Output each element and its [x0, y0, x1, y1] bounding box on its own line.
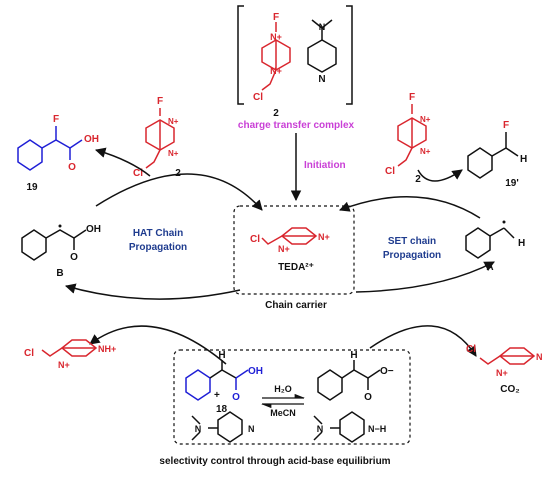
nitrogen-cation: N+	[496, 368, 508, 378]
hat-propagation-label: Propagation	[129, 242, 187, 253]
teda-cage	[261, 227, 318, 245]
radical-A: H A	[465, 220, 525, 273]
oxygen-atom: O	[364, 392, 372, 403]
initiation-label: Initiation	[304, 160, 346, 171]
nitrogen-cation: N+	[318, 232, 330, 242]
nitrogen-atom: N	[317, 424, 324, 434]
compound-19-label: 19	[26, 182, 38, 193]
nitrogen-cation: N+	[270, 32, 282, 42]
hydroxyl-group: OH	[84, 134, 99, 145]
hydrogen-atom: H	[350, 350, 357, 361]
fluorine-atom: F	[53, 114, 59, 125]
fluorine-atom: F	[157, 96, 163, 107]
chain-carrier-box	[233, 205, 355, 295]
fluorine-atom: F	[503, 120, 509, 131]
product-19: F O OH 19	[17, 114, 99, 193]
compound-19-prime-label: 19'	[505, 178, 519, 189]
oxygen-atom: O	[70, 252, 78, 263]
nitrogen-cation: N+	[168, 117, 179, 126]
hydrogen-atom: H	[218, 350, 225, 361]
set-propagation-label: Propagation	[383, 250, 441, 261]
chlorine-atom: Cl	[133, 168, 143, 179]
nitrogen-cation: N+	[270, 66, 282, 76]
protonated-cl-dabco: Cl N+ NH+	[24, 339, 116, 370]
compound-18: H O OH + 18	[185, 350, 263, 415]
compound-2-label: 2	[175, 168, 181, 179]
selectivity-caption: selectivity control through acid-base eq…	[159, 456, 390, 467]
mecn-label: MeCN	[270, 408, 296, 418]
teda-label: TEDA²⁺	[278, 262, 314, 273]
nitrogen-atom: N	[195, 424, 202, 434]
h2o-label: H₂O	[274, 384, 292, 394]
set-chain-label: SET chain	[388, 236, 436, 247]
nitrogen-cation: N+	[278, 244, 290, 254]
fluorine-atom: F	[273, 12, 279, 23]
compound-B-label: B	[56, 268, 63, 279]
chlorine-atom: Cl	[385, 166, 395, 177]
hydrogen-atom: H	[518, 238, 525, 249]
selectfluor-left: F N+ N+ Cl 2	[133, 96, 181, 179]
nitrogen-cation: N+	[420, 147, 431, 156]
pyridinium-nh: N−H	[368, 424, 386, 434]
nh-cation: NH+	[98, 344, 116, 354]
phenylacetate: H O O−	[317, 350, 394, 403]
chlorine-atom: Cl	[250, 234, 260, 245]
dmap-molecule-bottom: N N	[191, 411, 255, 443]
oxygen-atom: O	[68, 162, 76, 173]
dmap-molecule-top	[307, 19, 337, 73]
cl-dabco-cation: Cl N+ N CO₂	[466, 344, 543, 395]
nitrogen-cation: N+	[58, 360, 70, 370]
charge-transfer-complex: F N+ N+ Cl 2 N N charge transfer complex	[237, 5, 355, 131]
plus-sign: +	[214, 390, 220, 401]
chlorine-atom: Cl	[24, 348, 34, 359]
selectfluor-right: F N+ N+ Cl 2	[385, 92, 431, 185]
protonated-dmap: N N−H	[313, 411, 386, 443]
hydroxyl-group: OH	[248, 366, 263, 377]
compound-2-label: 2	[415, 174, 421, 185]
fluorine-atom: F	[409, 92, 415, 103]
oxide-anion: O−	[380, 366, 394, 377]
chain-carrier-label: Chain carrier	[265, 300, 327, 311]
chlorine-atom: Cl	[253, 92, 263, 103]
oxygen-atom: O	[232, 392, 240, 403]
charge-transfer-label: charge transfer complex	[238, 120, 355, 131]
nitrogen-cation: N+	[168, 149, 179, 158]
hydroxyl-group: OH	[86, 224, 101, 235]
chlorine-atom: Cl	[466, 344, 476, 355]
radical-B: O OH B	[21, 224, 101, 279]
nitrogen-atom: N	[319, 22, 326, 32]
nitrogen-cation: N+	[420, 115, 431, 124]
hat-chain-label: HAT Chain	[133, 228, 183, 239]
co2-label: CO₂	[500, 384, 519, 395]
compound-2-label: 2	[273, 108, 279, 119]
hydrogen-atom: H	[520, 154, 527, 165]
selectfluor-cage-top	[261, 39, 291, 91]
nitrogen-atom: N	[536, 352, 543, 362]
pyridine-nitrogen: N	[248, 424, 255, 434]
compound-18-label: 18	[216, 404, 228, 415]
pyridine-nitrogen: N	[318, 74, 325, 85]
product-19-prime: F H 19'	[467, 120, 527, 189]
